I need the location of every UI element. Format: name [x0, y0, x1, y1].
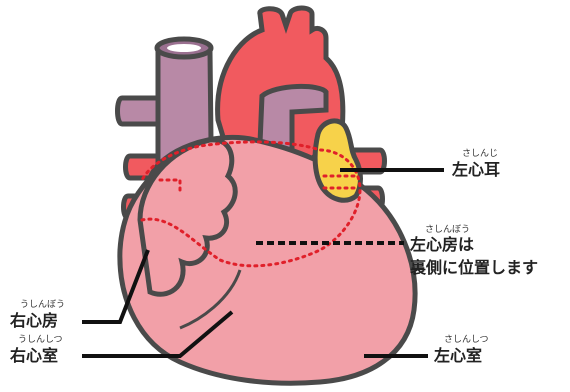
right-atrium-reading: うしんぼう [20, 301, 65, 310]
left-ventricle-reading: さしんしつ [444, 336, 488, 345]
left-atrium-reading: さしんぼう [425, 226, 470, 235]
vein-branch [118, 98, 161, 124]
right-ventricle-label: 右心室 [10, 348, 58, 364]
left-atrium-label: 左心房は [410, 237, 474, 253]
right-atrium-label: 右心房 [10, 313, 58, 329]
right-ventricle-reading: うしんしつ [18, 336, 62, 345]
left-ventricle-label: 左心室 [434, 348, 482, 364]
vena-cava-lumen [167, 44, 201, 52]
left-auricle-reading: さしんじ [462, 150, 498, 159]
left-atrium-note: 裏側に位置します [410, 260, 538, 276]
left-auricle-label: 左心耳 [452, 162, 500, 178]
